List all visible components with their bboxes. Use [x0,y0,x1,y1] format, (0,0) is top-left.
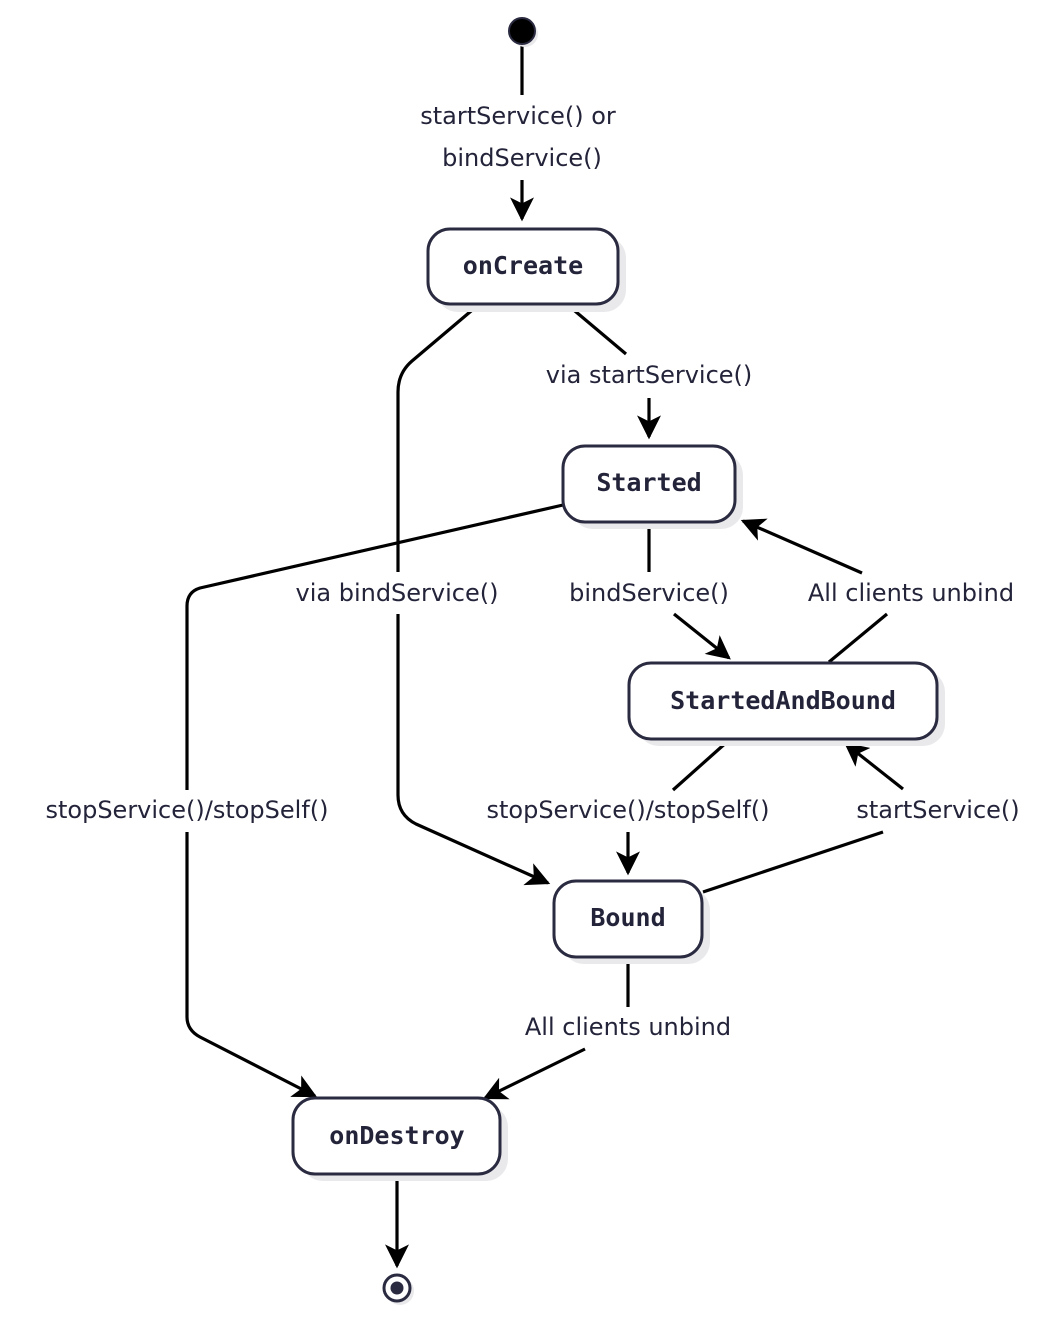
transition-bound-to-ondestroy[interactable]: All clients unbind [482,958,731,1100]
transition-startedandbound-to-started[interactable]: All clients unbind [740,518,1014,664]
edge-label: stopService()/stopSelf() [486,796,769,824]
edge-line [185,503,564,790]
state-label: Started [596,468,701,497]
edge-line [671,739,730,792]
edge-label: All clients unbind [525,1013,731,1041]
edge-line [702,830,884,894]
edge-label: bindService() [442,144,602,172]
state-label: onDestroy [329,1121,464,1150]
transition-initial-to-oncreate[interactable]: startService() or bindService() [420,44,616,222]
state-ondestroy[interactable]: onDestroy [291,1096,508,1181]
transition-started-to-ondestroy[interactable]: stopService()/stopSelf() [45,503,564,1098]
edge-arrow [740,518,863,575]
node-box [552,879,704,959]
edge-line [827,612,889,664]
edge-arrow [185,832,318,1098]
edge-label: bindService() [569,579,729,607]
state-oncreate[interactable]: onCreate [426,227,626,312]
edge-arrow [844,742,904,791]
edge-label: via bindService() [296,579,499,607]
final-state-dot [390,1281,404,1295]
transition-startedandbound-to-bound[interactable]: stopService()/stopSelf() [486,739,770,876]
edge-label: via startService() [546,361,753,389]
node-box [561,444,737,524]
edge-label: startService() or [420,102,616,130]
initial-state-dot [508,17,536,45]
transition-started-to-startedandbound[interactable]: bindService() [569,523,731,660]
edge-label: startService() [856,796,1019,824]
final-state[interactable] [382,1273,414,1305]
transition-oncreate-to-started[interactable]: via startService() [546,304,753,440]
node-box [426,227,620,306]
initial-state[interactable] [508,17,538,47]
edge-arrow [396,614,551,886]
edge-line [396,304,479,572]
state-bound[interactable]: Bound [552,879,710,964]
edge-arrow [482,1047,586,1100]
state-label: Bound [590,903,665,932]
node-box [627,661,939,741]
transition-oncreate-to-bound[interactable]: via bindService() [296,304,551,886]
state-label: onCreate [463,251,583,280]
state-startedandbound[interactable]: StartedAndBound [627,661,945,746]
edge-line [567,304,628,356]
edge-arrow [673,612,731,660]
edge-label: All clients unbind [808,579,1014,607]
edge-label: stopService()/stopSelf() [45,796,328,824]
transition-bound-to-startedandbound[interactable]: startService() [702,742,1020,894]
state-label: StartedAndBound [670,686,896,715]
node-box [291,1096,502,1176]
state-started[interactable]: Started [561,444,743,529]
